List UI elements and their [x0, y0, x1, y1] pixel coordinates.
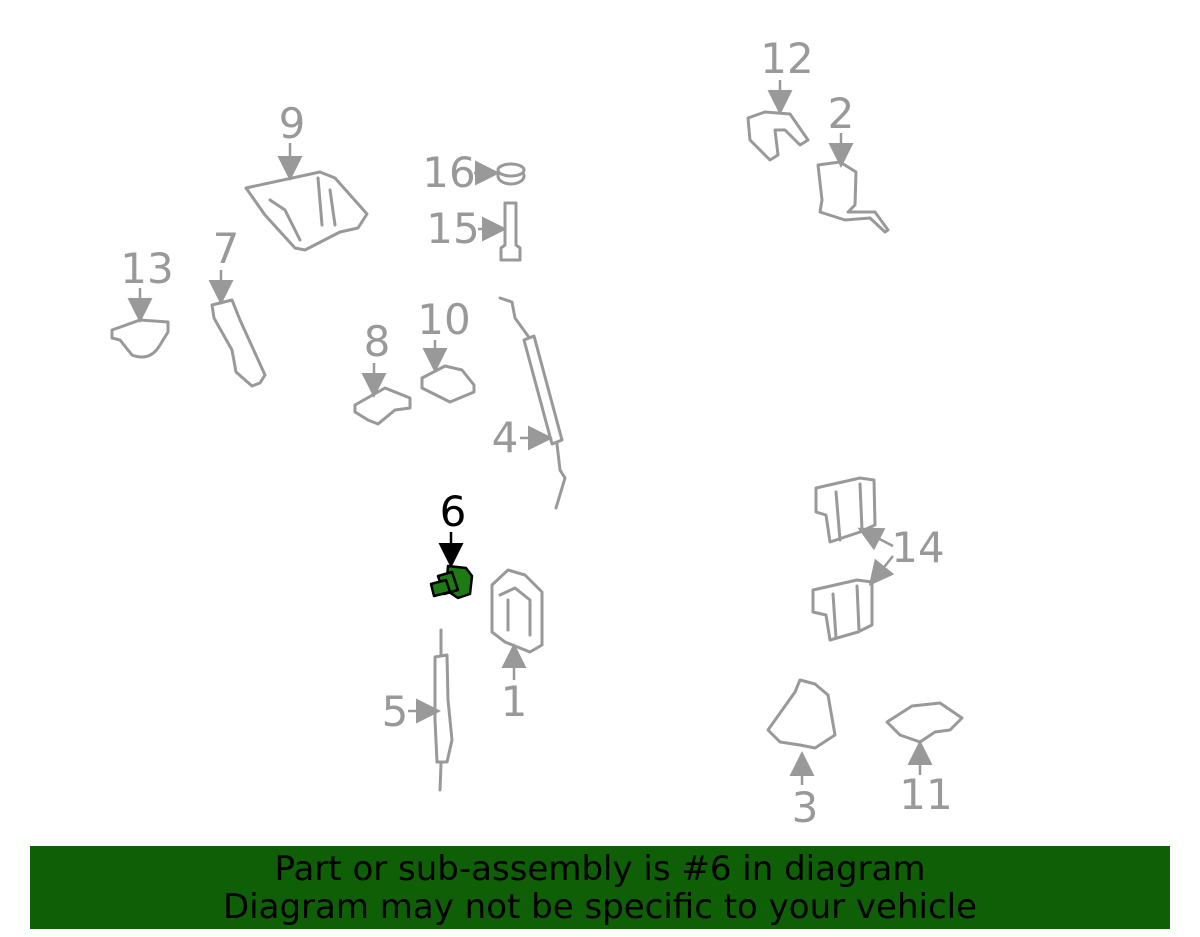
- part-11[interactable]: [885, 701, 964, 775]
- part-12[interactable]: [746, 80, 810, 162]
- part-9[interactable]: [244, 143, 369, 252]
- callout-9: 9: [279, 99, 306, 148]
- part-5[interactable]: [408, 628, 454, 792]
- part-4[interactable]: [498, 296, 567, 510]
- notice-banner: Part or sub-assembly is #6 in diagram Di…: [30, 846, 1170, 929]
- callout-1: 1: [501, 677, 528, 726]
- banner-line-1: Part or sub-assembly is #6 in diagram: [274, 848, 926, 889]
- callout-6: 6: [440, 487, 467, 536]
- callout-2: 2: [828, 89, 855, 138]
- part-8[interactable]: [353, 363, 412, 426]
- banner-line-2: Diagram may not be specific to your vehi…: [222, 886, 978, 927]
- callout-12: 12: [760, 34, 813, 83]
- part-13[interactable]: [110, 288, 170, 359]
- part-2[interactable]: [816, 133, 890, 234]
- callout-5: 5: [382, 687, 409, 736]
- part-15[interactable]: [478, 201, 522, 262]
- callout-3: 3: [792, 783, 819, 832]
- callout-13: 13: [120, 244, 173, 293]
- part-7[interactable]: [208, 270, 267, 388]
- callout-10: 10: [417, 295, 470, 344]
- part-16[interactable]: [474, 160, 526, 186]
- part-14-lower[interactable]: [811, 578, 874, 642]
- callout-16: 16: [422, 148, 475, 197]
- callout-4: 4: [492, 413, 519, 462]
- callout-8: 8: [364, 317, 391, 366]
- callout-14: 14: [891, 523, 944, 572]
- part-3[interactable]: [766, 678, 837, 785]
- callout-7: 7: [213, 224, 240, 273]
- part-1[interactable]: [490, 568, 544, 680]
- part-10[interactable]: [420, 340, 476, 404]
- callout-11: 11: [899, 770, 952, 819]
- callout-15: 15: [426, 204, 479, 253]
- part-6[interactable]: [429, 532, 474, 600]
